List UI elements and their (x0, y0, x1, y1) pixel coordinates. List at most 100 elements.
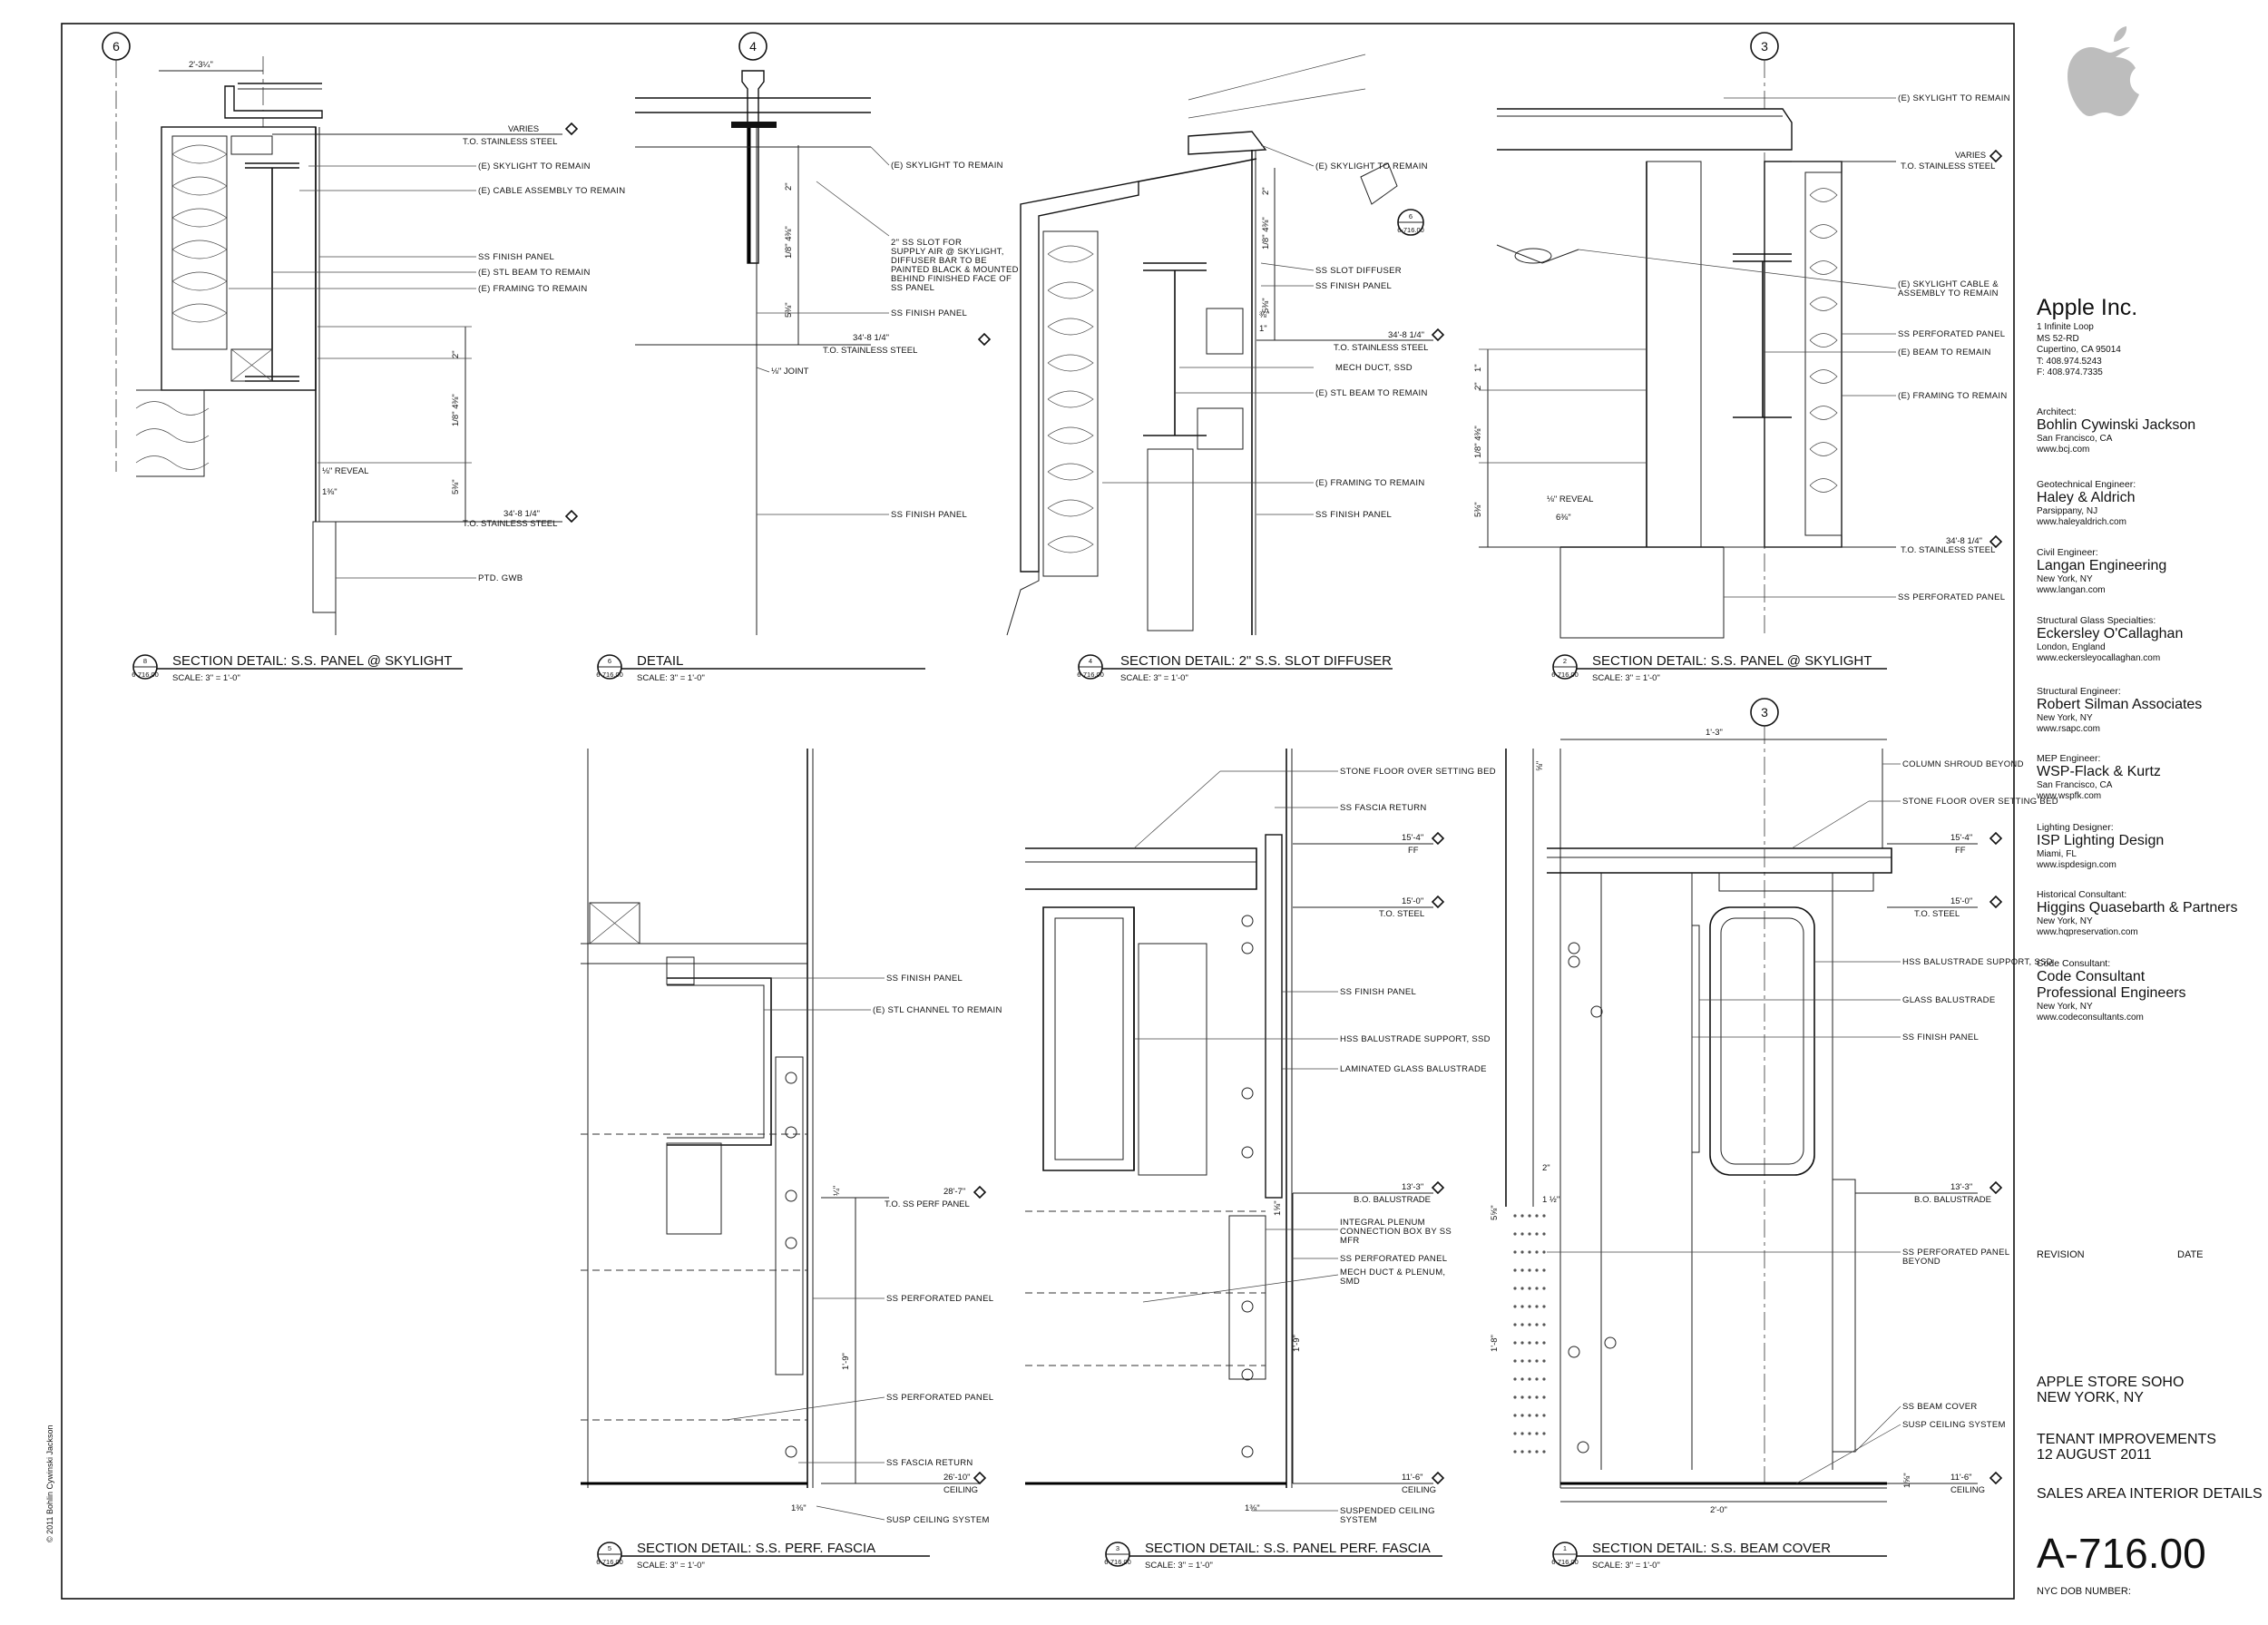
svg-text:BEYOND: BEYOND (1902, 1257, 1941, 1267)
svg-text:T.O. STAINLESS STEEL: T.O. STAINLESS STEEL (823, 346, 917, 356)
svg-text:6-716.00: 6-716.00 (596, 671, 623, 679)
svg-text:5⅜": 5⅜" (784, 302, 794, 318)
svg-text:SS BEAM COVER: SS BEAM COVER (1902, 1402, 1978, 1412)
svg-text:(E) STL BEAM TO REMAIN: (E) STL BEAM TO REMAIN (1315, 388, 1428, 398)
svg-text:MECH DUCT & PLENUM,: MECH DUCT & PLENUM, (1340, 1268, 1445, 1277)
svg-text:SS PERFORATED PANEL: SS PERFORATED PANEL (886, 1393, 993, 1403)
svg-text:SUSPENDED CEILING: SUSPENDED CEILING (1340, 1506, 1435, 1516)
svg-text:T.O. STAINLESS STEEL: T.O. STAINLESS STEEL (463, 519, 557, 529)
svg-text:MECH DUCT, SSD: MECH DUCT, SSD (1335, 363, 1413, 373)
svg-text:HSS BALUSTRADE SUPPORT, SSD: HSS BALUSTRADE SUPPORT, SSD (1340, 1034, 1491, 1044)
svg-text:PAINTED BLACK & MOUNTED: PAINTED BLACK & MOUNTED (891, 265, 1019, 275)
svg-text:(E) BEAM TO REMAIN: (E) BEAM TO REMAIN (1898, 348, 1991, 357)
client-address: 1 Infinite Loop MS 52-RD Cupertino, CA 9… (2037, 322, 2121, 377)
svg-text:BEHIND FINISHED FACE OF: BEHIND FINISHED FACE OF (891, 274, 1012, 284)
svg-text:⅛" JOINT: ⅛" JOINT (771, 367, 809, 377)
dob-number-label: NYC DOB NUMBER: (2037, 1586, 2131, 1597)
svg-text:5: 5 (608, 1544, 611, 1552)
svg-text:SS PANEL: SS PANEL (891, 283, 934, 293)
svg-text:1'-8": 1'-8" (1490, 1335, 1500, 1352)
svg-text:8: 8 (143, 657, 147, 665)
detail-2: 3 34'-8 1/4" T.O. STAINLESS STEEL VARIES (1473, 32, 2010, 639)
svg-text:1: 1 (1563, 1544, 1567, 1552)
svg-text:1⅝": 1⅝" (1902, 1473, 1912, 1488)
svg-text:SECTION DETAIL: S.S. PERF. FAS: SECTION DETAIL: S.S. PERF. FASCIA (637, 1541, 875, 1556)
svg-text:1 ½": 1 ½" (1542, 1195, 1559, 1205)
svg-text:13'-3": 13'-3" (1402, 1182, 1423, 1192)
svg-text:(E) FRAMING TO REMAIN: (E) FRAMING TO REMAIN (1898, 391, 2007, 401)
svg-text:SECTION DETAIL: S.S. PANEL @ S: SECTION DETAIL: S.S. PANEL @ SKYLIGHT (172, 653, 452, 669)
svg-text:DETAIL: DETAIL (637, 653, 683, 669)
detail-3: 15'-4" FF 15'-0" T.O. STEEL 13'-3" B.O. … (1025, 749, 1496, 1525)
svg-text:1'-9": 1'-9" (1292, 1335, 1302, 1352)
svg-text:2": 2" (1261, 187, 1271, 195)
project-phase: TENANT IMPROVEMENTS 12 AUGUST 2011 (2037, 1432, 2216, 1463)
svg-text:SUSP CEILING SYSTEM: SUSP CEILING SYSTEM (1902, 1420, 2006, 1430)
svg-text:4: 4 (749, 39, 757, 54)
revision-label: REVISION (2037, 1249, 2085, 1260)
consultant-civil: Civil Engineer: Langan Engineering New Y… (2037, 547, 2167, 595)
svg-text:6-716.00: 6-716.00 (1551, 671, 1579, 679)
svg-text:⅛" REVEAL: ⅛" REVEAL (322, 466, 368, 476)
svg-text:34'-8 1/4": 34'-8 1/4" (853, 333, 889, 343)
detail-1: 3 1'-3" (1490, 698, 2058, 1515)
svg-text:15'-0": 15'-0" (1402, 896, 1423, 906)
svg-text:B.O. BALUSTRADE: B.O. BALUSTRADE (1354, 1195, 1431, 1205)
svg-text:⅝": ⅝" (1535, 761, 1545, 771)
svg-text:SS PERFORATED PANEL: SS PERFORATED PANEL (1902, 1248, 2009, 1258)
project-name: APPLE STORE SOHO NEW YORK, NY (2037, 1375, 2185, 1405)
svg-text:SS FASCIA RETURN: SS FASCIA RETURN (886, 1458, 973, 1468)
svg-text:6⅜": 6⅜" (1556, 513, 1571, 523)
svg-text:CEILING: CEILING (1402, 1485, 1436, 1495)
apple-logo-icon (2068, 26, 2139, 116)
svg-text:SCALE: 3" = 1'-0": SCALE: 3" = 1'-0" (172, 673, 240, 683)
svg-text:1/8" 4⅜": 1/8" 4⅜" (1261, 217, 1271, 250)
svg-text:CEILING: CEILING (1950, 1485, 1985, 1495)
svg-text:1'-9": 1'-9" (841, 1353, 851, 1370)
svg-text:T.O. STAINLESS STEEL: T.O. STAINLESS STEEL (1901, 162, 1995, 171)
svg-text:2" SS SLOT FOR: 2" SS SLOT FOR (891, 238, 962, 248)
svg-text:⅛" REVEAL: ⅛" REVEAL (1547, 494, 1593, 504)
detail-4: 34'-8 1/4" T.O. STAINLESS STEEL 2" 1/8" … (1006, 54, 1445, 636)
svg-text:T.O. STAINLESS STEEL: T.O. STAINLESS STEEL (1334, 343, 1428, 353)
svg-text:13'-3": 13'-3" (1950, 1182, 1972, 1192)
titleblock-6: 6 6-716.00 DETAIL SCALE: 3" = 1'-0" (596, 653, 925, 683)
svg-text:LAMINATED GLASS BALUSTRADE: LAMINATED GLASS BALUSTRADE (1340, 1064, 1487, 1074)
svg-text:(E) SKYLIGHT TO REMAIN: (E) SKYLIGHT TO REMAIN (1898, 93, 2010, 103)
consultant-historical: Historical Consultant: Higgins Quasebart… (2037, 889, 2238, 937)
titleblock-8: 8 6-716.00 SECTION DETAIL: S.S. PANEL @ … (132, 653, 463, 683)
svg-text:15'-4": 15'-4" (1950, 833, 1972, 843)
svg-text:⅜": ⅜" (1259, 310, 1269, 320)
svg-text:¼": ¼" (832, 1186, 842, 1196)
svg-text:3: 3 (1761, 39, 1768, 54)
svg-text:6: 6 (1409, 212, 1413, 220)
svg-text:1": 1" (1259, 324, 1267, 334)
svg-text:CEILING: CEILING (943, 1485, 978, 1495)
svg-text:FF: FF (1955, 846, 1966, 856)
svg-text:VARIES: VARIES (508, 124, 539, 134)
grid-bubble-4 (738, 32, 767, 61)
svg-text:5⅜": 5⅜" (451, 479, 461, 494)
svg-text:2: 2 (1563, 657, 1567, 665)
svg-text:SECTION DETAIL: S.S. PANEL @ S: SECTION DETAIL: S.S. PANEL @ SKYLIGHT (1592, 653, 1872, 669)
svg-text:5⅝": 5⅝" (1490, 1205, 1500, 1220)
svg-text:6: 6 (608, 657, 611, 665)
svg-text:T.O. STEEL: T.O. STEEL (1914, 909, 1960, 919)
svg-text:2'-3¼": 2'-3¼" (189, 60, 213, 70)
perforation-pattern (1513, 1214, 1546, 1454)
svg-text:SCALE: 3" = 1'-0": SCALE: 3" = 1'-0" (1145, 1561, 1213, 1571)
svg-text:6-716.00: 6-716.00 (596, 1558, 623, 1566)
svg-text:1⅜": 1⅜" (1245, 1503, 1260, 1513)
svg-text:B.O. BALUSTRADE: B.O. BALUSTRADE (1914, 1195, 1991, 1205)
grid-bubble-label: 6 (112, 39, 120, 54)
svg-text:SECTION DETAIL: S.S. BEAM COVE: SECTION DETAIL: S.S. BEAM COVER (1592, 1541, 1831, 1556)
svg-text:HSS BALUSTRADE SUPPORT, SSD: HSS BALUSTRADE SUPPORT, SSD (1902, 957, 2053, 967)
svg-text:(E) STL CHANNEL TO REMAIN: (E) STL CHANNEL TO REMAIN (873, 1005, 1002, 1015)
consultant-mep: MEP Engineer: WSP-Flack & Kurtz San Fran… (2037, 753, 2161, 801)
svg-text:2'-0": 2'-0" (1710, 1505, 1727, 1515)
svg-text:SS SLOT DIFFUSER: SS SLOT DIFFUSER (1315, 266, 1402, 276)
svg-text:1⅜": 1⅜" (322, 487, 337, 497)
svg-text:34'-8 1/4": 34'-8 1/4" (1946, 536, 1982, 546)
sheet-number: A-716.00 (2037, 1530, 2206, 1577)
svg-text:SYSTEM: SYSTEM (1340, 1515, 1377, 1525)
